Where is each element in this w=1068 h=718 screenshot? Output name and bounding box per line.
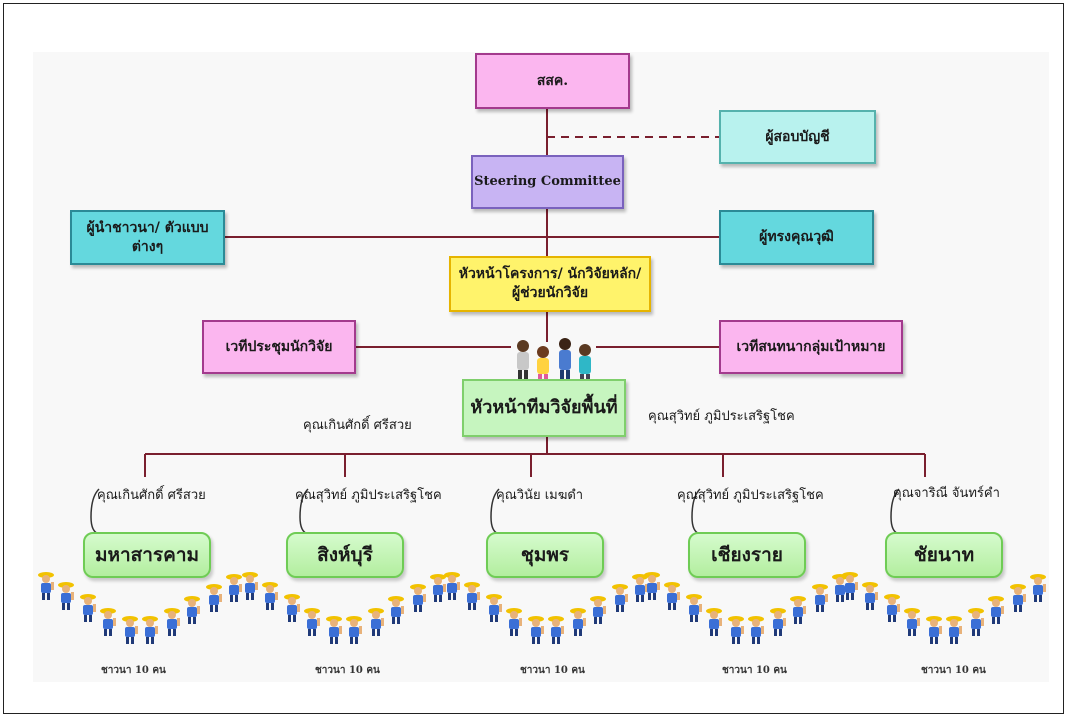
farmer-count-label: ชาวนา 10 คน [921,665,986,676]
experts-box: ผู้ทรงคุณวุฒิ [719,210,874,265]
org-chart: สสค. ผู้สอบบัญชี Steering Committee ผู้น… [33,52,1049,682]
farmer-figure-icon [80,594,96,622]
farmers-layer [38,572,1046,644]
farmer-figure-icon [664,582,680,610]
farmer-figure-icon [122,616,138,644]
farmer-figure-icon [410,584,426,612]
province-box: ชุมพร [486,532,604,578]
farmer-figure-icon [686,594,702,622]
farmer-figure-icon [262,582,278,610]
farmer-figure-icon [326,616,342,644]
farmer-figure-icon [226,574,242,602]
farmer-figure-icon [444,572,460,600]
province-box: เชียงราย [688,532,806,578]
coordinator-label: คุณจาริณี จันทร์คำ [893,486,1000,501]
steering-label: Steering Committee [474,174,621,190]
farmer-figure-icon [770,608,786,636]
farmer-count-label: ชาวนา 10 คน [520,665,585,676]
connector-lines [90,109,926,535]
farmer-figure-icon [790,596,806,624]
bracket-4 [691,488,701,535]
farmer-figure-icon [884,594,900,622]
farmer-figure-icon [142,616,158,644]
farmer-figure-icon [590,596,606,624]
project-head-label: หัวหน้าโครงการ/ นักวิจัยหลัก/ผู้ช่วยนักว… [458,266,642,301]
farmer-figure-icon [632,574,648,602]
farmer-figure-icon [506,608,522,636]
farmer-leaders-label: ผู้นำชาวนา/ ตัวแบบต่างๆ [86,219,209,255]
target-forum-box: เวทีสนทนากลุ่มเป้าหมาย [719,320,903,374]
farmer-figure-icon [612,584,628,612]
coordinator-label: คุณสุวิทย์ ภูมิประเสริฐโชค [295,488,442,503]
steering-committee-box: Steering Committee [471,155,624,209]
farmer-figure-icon [926,616,942,644]
farmer-figure-icon [242,572,258,600]
farmer-figure-icon [388,596,404,624]
office-box: สสค. [475,53,630,109]
province-box: สิงห์บุรี [286,532,404,578]
farmer-figure-icon [486,594,502,622]
farmer-figure-icon [430,574,446,602]
office-label: สสค. [536,72,569,89]
farmer-figure-icon [38,572,54,600]
coordinator-label: คุณวินัย เมฆดำ [496,488,584,503]
auditor-label: ผู้สอบบัญชี [765,128,830,145]
farmer-figure-icon [570,608,586,636]
farmer-figure-icon [968,608,984,636]
farmer-figure-icon [346,616,362,644]
page-frame [3,3,1064,714]
farmer-figure-icon [548,616,564,644]
coordinator-label: คุณสุวิทย์ ภูมิประเสริฐโชค [677,488,824,503]
bracket-3 [490,488,500,535]
target-forum-label: เวทีสนทนากลุ่มเป้าหมาย [736,338,886,355]
farmer-figure-icon [304,608,320,636]
farmer-figure-icon [644,572,660,600]
farmer-figure-icon [58,582,74,610]
farmer-figure-icon [862,582,878,610]
province-box: ชัยนาท [885,532,1003,578]
researcher-forum-label: เวทีประชุมนักวิจัย [225,338,333,355]
province-name: ชุมพร [520,544,570,566]
farmer-leaders-box: ผู้นำชาวนา/ ตัวแบบต่างๆ [70,210,225,265]
farmer-figure-icon [904,608,920,636]
province-name: สิงห์บุรี [317,544,373,566]
farmer-figure-icon [842,572,858,600]
farmer-figure-icon [528,616,544,644]
province-name: ชัยนาท [913,544,975,566]
farmer-count-label: ชาวนา 10 คน [101,665,166,676]
farmer-figure-icon [100,608,116,636]
farmer-count-label: ชาวนา 10 คน [722,665,787,676]
farmer-figure-icon [812,584,828,612]
bracket-5 [890,488,900,535]
area-team-head-label: หัวหน้าทีมวิจัยพื้นที่ [470,396,618,418]
team-head-name-left: คุณเกินศักดิ์ ศรีสวย [303,418,412,433]
researcher-forum-box: เวทีประชุมนักวิจัย [202,320,356,374]
farmer-figure-icon [368,608,384,636]
province-name: มหาสารคาม [94,544,200,566]
farmer-figure-icon [284,594,300,622]
coordinator-label: คุณเกินศักดิ์ ศรีสวย [97,488,206,503]
farmer-figure-icon [706,608,722,636]
project-head-box: หัวหน้าโครงการ/ นักวิจัยหลัก/ผู้ช่วยนักว… [449,256,651,312]
farmer-figure-icon [164,608,180,636]
bracket-1 [90,488,100,535]
farmer-figure-icon [1010,584,1026,612]
farmer-figure-icon [988,596,1004,624]
farmer-figure-icon [1030,574,1046,602]
auditor-box: ผู้สอบบัญชี [719,110,876,164]
team-head-name-right: คุณสุวิทย์ ภูมิประเสริฐโชค [648,409,795,424]
farmer-figure-icon [206,584,222,612]
farmer-figure-icon [184,596,200,624]
farmer-figure-icon [946,616,962,644]
experts-label: ผู้ทรงคุณวุฒิ [759,229,834,246]
area-team-head-box: หัวหน้าทีมวิจัยพื้นที่ [462,379,626,437]
bracket-2 [299,488,309,535]
farmer-count-label: ชาวนา 10 คน [315,665,380,676]
farmer-figure-icon [728,616,744,644]
province-name: เชียงราย [711,544,783,566]
farmer-figure-icon [748,616,764,644]
province-box: มหาสารคาม [83,532,211,578]
farmer-figure-icon [464,582,480,610]
